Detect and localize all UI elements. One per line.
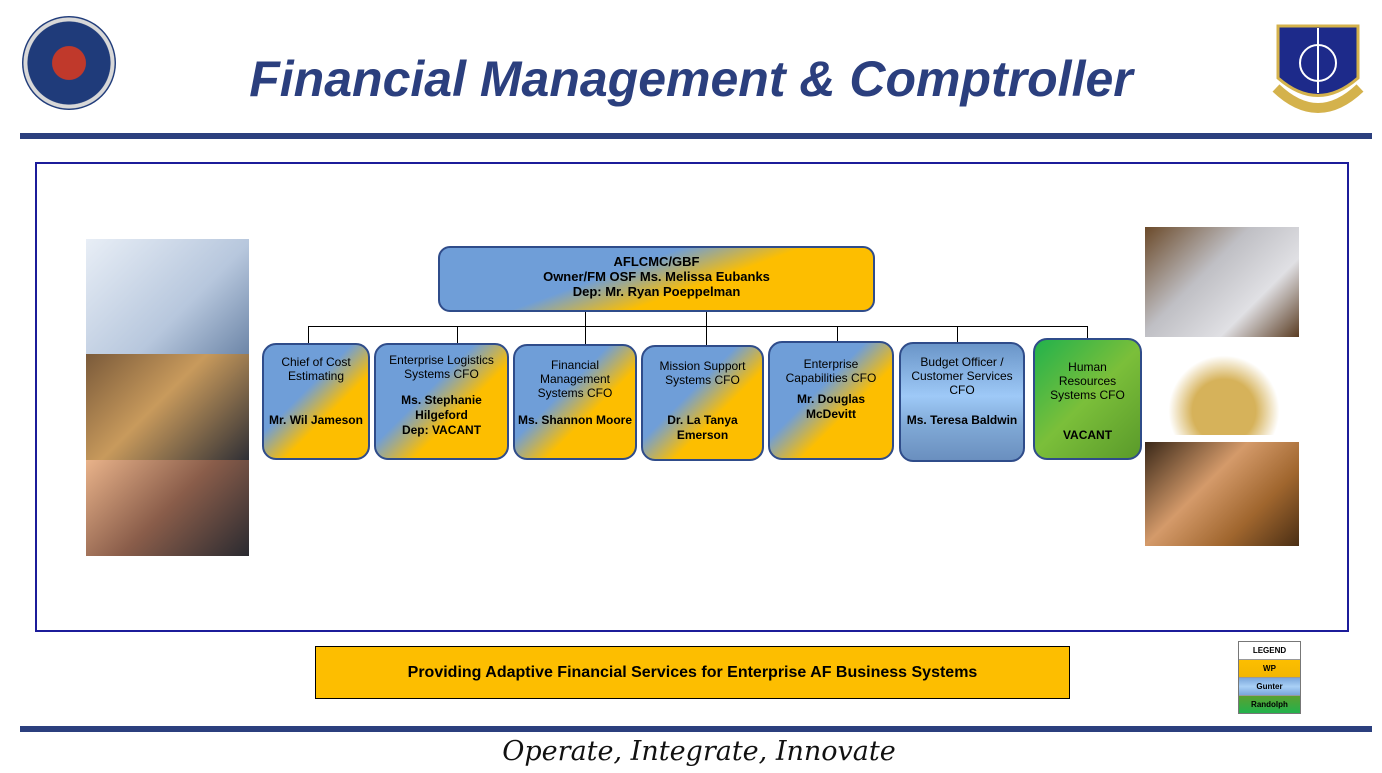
org-head-office: AFLCMC/GBF: [613, 254, 700, 269]
title: Financial Management & Comptroller: [249, 51, 1133, 107]
video-call-photo: [86, 460, 249, 556]
legend-title: LEGEND: [1239, 642, 1300, 660]
connector: [585, 312, 586, 326]
org-head-owner: Owner/FM OSF Ms. Melissa Eubanks: [543, 269, 770, 284]
unit-role: Enterprise Capabilities CFO: [785, 357, 877, 385]
unit-name: Ms. Stephanie Hilgeford: [401, 393, 482, 422]
org-unit-human-resources: Human Resources Systems CFO VACANT: [1033, 338, 1142, 460]
card-payment-photo: [1145, 442, 1299, 546]
footer-motto: Operate, Integrate, Innovate: [502, 736, 896, 767]
legend-item-gunter: Gunter: [1239, 678, 1300, 696]
unit-name: VACANT: [1062, 428, 1113, 442]
unit-role: Chief of Cost Estimating: [281, 355, 351, 383]
unit-name: Dr. La Tanya Emerson: [667, 413, 738, 442]
unit-role: Financial Management Systems CFO: [537, 358, 613, 400]
left-logo: [22, 16, 116, 110]
connector: [706, 312, 707, 326]
connector: [308, 326, 309, 343]
unit-name: Mr. Douglas McDevitt: [796, 392, 865, 421]
connector: [957, 326, 958, 342]
unit-role: Enterprise Logistics Systems CFO: [389, 353, 494, 381]
tagline-banner: Providing Adaptive Financial Services fo…: [315, 646, 1070, 699]
legend: LEGEND WP Gunter Randolph: [1238, 641, 1301, 714]
unit-deputy: Dep: VACANT: [401, 423, 482, 437]
header-rule: [20, 133, 1372, 139]
org-head-box: AFLCMC/GBF Owner/FM OSF Ms. Melissa Euba…: [438, 246, 875, 312]
legend-item-randolph: Randolph: [1239, 696, 1300, 713]
content-frame: [35, 162, 1349, 632]
org-unit-budget-officer: Budget Officer / Customer Services CFO M…: [899, 342, 1025, 462]
connector: [457, 326, 458, 343]
unit-role: Human Resources Systems CFO: [1050, 360, 1125, 402]
org-unit-mission-support: Mission Support Systems CFO Dr. La Tanya…: [641, 345, 764, 461]
org-unit-cost-estimating: Chief of Cost Estimating Mr. Wil Jameson: [262, 343, 370, 460]
connector: [1087, 326, 1088, 338]
unit-name: Ms. Teresa Baldwin: [906, 413, 1018, 427]
footer-rule: [20, 726, 1372, 732]
org-unit-enterprise-logistics: Enterprise Logistics Systems CFO Ms. Ste…: [374, 343, 509, 460]
calculator-photo: [1145, 227, 1299, 337]
right-logo: [1268, 18, 1368, 118]
laptop-typing-photo: [86, 354, 249, 460]
org-head-deputy: Dep: Mr. Ryan Poeppelman: [572, 284, 741, 299]
connector: [308, 326, 1088, 327]
org-unit-enterprise-capabilities: Enterprise Capabilities CFO Mr. Douglas …: [768, 341, 894, 460]
org-unit-financial-management: Financial Management Systems CFO Ms. Sha…: [513, 344, 637, 460]
connector: [706, 326, 707, 345]
unit-role: Budget Officer / Customer Services CFO: [911, 355, 1013, 397]
legend-item-wp: WP: [1239, 660, 1300, 678]
chart-magnifier-photo: [86, 239, 249, 354]
unit-role: Mission Support Systems CFO: [659, 359, 746, 387]
connector: [585, 326, 586, 344]
unit-name: Mr. Wil Jameson: [269, 413, 363, 427]
coins-photo: [1168, 355, 1280, 435]
connector: [837, 326, 838, 341]
unit-name: Ms. Shannon Moore: [518, 413, 632, 427]
